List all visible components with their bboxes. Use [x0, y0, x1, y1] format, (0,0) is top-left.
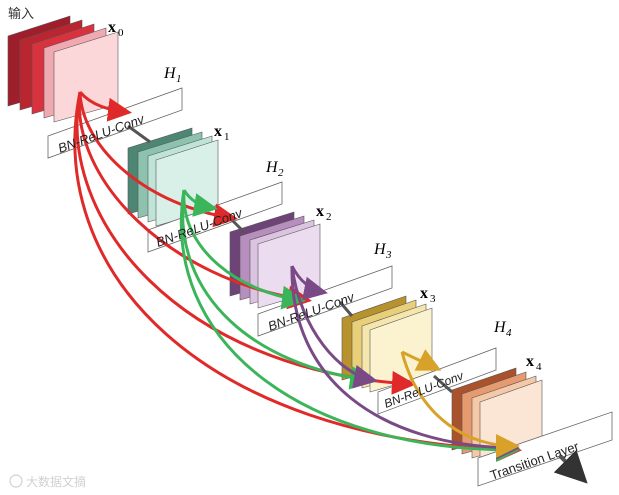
connections-from-x3 [400, 349, 520, 458]
connections-from-x2 [290, 265, 520, 460]
layer-label-h2: H 2 [265, 159, 284, 179]
svg-text:大数据文摘: 大数据文摘 [26, 474, 86, 489]
svg-text:x: x [420, 285, 428, 302]
input-label: 输入 [8, 6, 34, 21]
svg-text:x: x [108, 19, 116, 36]
layer-box-h4 [377, 347, 497, 415]
feature-label-x4: x 4 [526, 353, 542, 373]
feature-stack-x0 [7, 15, 119, 123]
svg-text:3: 3 [385, 249, 392, 261]
svg-text:H: H [493, 319, 507, 336]
svg-text:H: H [373, 241, 387, 258]
layer-label-h3: H 3 [373, 241, 392, 261]
svg-text:2: 2 [278, 167, 284, 179]
connector-h3 [338, 301, 354, 317]
svg-text:x: x [316, 203, 324, 220]
feature-label-x0: x 0 [108, 19, 124, 39]
feature-label-x2: x 2 [316, 203, 332, 223]
svg-text:2: 2 [326, 211, 332, 223]
svg-text:x: x [214, 123, 222, 140]
connector-h4 [433, 374, 453, 394]
feature-label-x1: x 1 [214, 123, 230, 143]
transition-output-arrow [553, 449, 588, 484]
layer-label-h4: H 4 [493, 319, 512, 339]
layer-label-h1: H 1 [163, 65, 182, 85]
svg-text:1: 1 [176, 73, 182, 85]
svg-text:4: 4 [506, 327, 512, 339]
svg-text:4: 4 [536, 361, 542, 373]
svg-text:3: 3 [430, 293, 436, 305]
svg-text:H: H [265, 159, 279, 176]
svg-text:H: H [163, 65, 177, 82]
watermark: 大数据文摘 [9, 474, 86, 489]
feature-label-x3: x 3 [420, 285, 436, 305]
svg-text:1: 1 [224, 131, 230, 143]
feature-stack-x3 [341, 295, 433, 393]
layer-box-h1 [47, 87, 183, 159]
svg-text:0: 0 [118, 27, 124, 39]
transition-layer-box [477, 411, 613, 487]
svg-text:x: x [526, 353, 534, 370]
connector-h1 [127, 124, 151, 144]
layer-box-h3 [257, 265, 393, 337]
